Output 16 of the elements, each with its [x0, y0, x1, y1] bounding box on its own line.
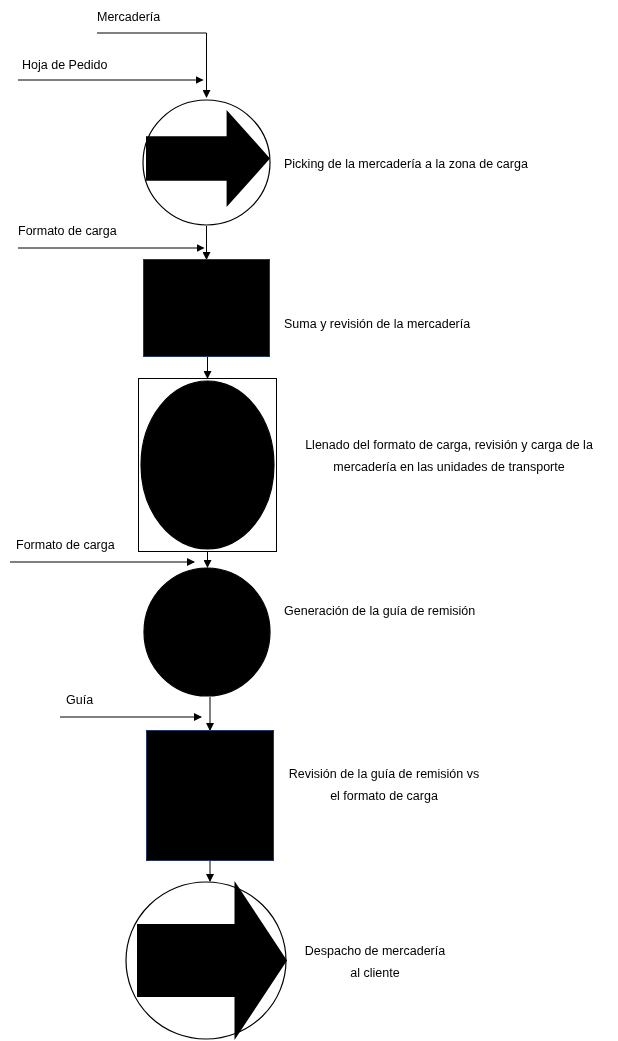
arrow [203, 551, 212, 568]
arrow [206, 696, 214, 731]
arrow [203, 356, 212, 379]
step-description: Despacho de mercadería al cliente [303, 943, 447, 982]
arrow [9, 558, 195, 566]
arrow [17, 76, 204, 84]
step-description: Llenado del formato de carga, revisión y carga de la mercadería en las unidades de transporte [304, 437, 594, 476]
arrow [59, 713, 202, 721]
arrow [96, 32, 211, 98]
step-description: Picking de la mercadería a la zona de carga [284, 156, 528, 173]
arrow [206, 860, 214, 882]
arrow [202, 225, 211, 260]
arrow [17, 244, 205, 252]
step-description: Suma y revisión de la mercadería [284, 316, 471, 333]
step-description: Generación de la guía de remisión [284, 603, 476, 620]
step-description: Revisión de la guía de remisión vs el formato de carga [287, 766, 481, 805]
